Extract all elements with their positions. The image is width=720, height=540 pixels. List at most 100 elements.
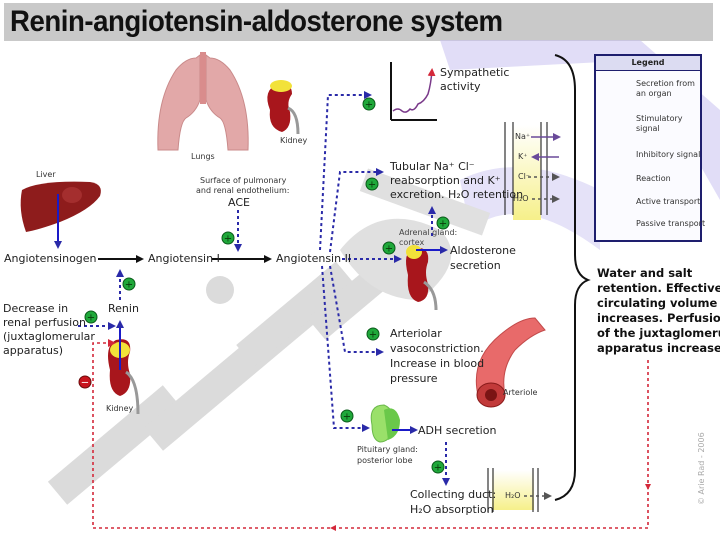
feedback-arrowhead-right: [645, 484, 651, 490]
kidney-top-illustration: [267, 80, 300, 135]
svg-text:+: +: [439, 219, 447, 230]
collecting-duct-illustration: [487, 468, 552, 512]
legend-title: Legend: [596, 56, 700, 71]
feedback-arrowhead-bottom: [330, 525, 336, 531]
arteriole-label: Arteriole: [503, 388, 538, 397]
plus-icon: +: [436, 216, 450, 230]
arteriolar-line3: Increase in blood: [390, 357, 485, 370]
collecting-duct-line2: H₂O absorption: [410, 503, 494, 516]
svg-text:+: +: [343, 412, 351, 423]
legend-reaction: Reaction: [636, 174, 671, 183]
outcome-line6: apparatus increases.: [597, 341, 720, 355]
svg-text:−: −: [81, 378, 89, 389]
outcome-line5: of the juxtaglomerular: [597, 326, 720, 340]
page-title: Renin-angiotensin-aldosterone system: [10, 5, 503, 38]
ion-na: Na⁺: [515, 132, 531, 141]
arteriolar-line4: pressure: [390, 372, 438, 385]
legend-box: Legend Secretion from an organ Stimulato…: [594, 54, 706, 242]
svg-text:+: +: [224, 234, 232, 245]
watermark-shape-f: [206, 276, 234, 304]
decrease-line2: renal perfusion: [3, 316, 86, 329]
aldosterone-line2: secretion: [450, 259, 501, 272]
liver-label: Liver: [36, 170, 56, 179]
arteriolar-line1: Arteriolar: [390, 327, 442, 340]
pituitary-label-line1: Pituitary gland:: [357, 445, 418, 454]
outcome-line4: increases. Perfusion: [597, 311, 720, 325]
arteriole-illustration: [475, 317, 546, 408]
kidney-bottom-illustration: [108, 339, 140, 415]
svg-text:+: +: [385, 244, 393, 255]
ion-k: K⁺: [518, 152, 528, 161]
decrease-line3: (juxtaglomerular: [3, 330, 95, 343]
sympathetic-line2: activity: [440, 80, 481, 93]
pituitary-label-line2: posterior lobe: [357, 456, 413, 465]
angiotensin-i-label: Angiotensin I: [148, 252, 220, 265]
legend-secretion-line1: Secretion from: [636, 79, 695, 88]
outcome-line2: retention. Effective: [597, 281, 720, 295]
angiotensin-ii-label: Angiotensin II: [276, 252, 352, 265]
branch-tubular: [329, 168, 384, 253]
kidney-top-label: Kidney: [280, 136, 308, 145]
ion-cl: Cl⁻: [518, 172, 531, 181]
inhibitory-feedback-loop: [92, 339, 649, 529]
kidney-bottom-label: Kidney: [106, 404, 134, 413]
ace-site-line2: and renal endothelium:: [196, 186, 290, 195]
plus-icon: +: [366, 327, 380, 341]
arteriolar-line2: vasoconstriction.: [390, 342, 484, 355]
svg-text:+: +: [365, 100, 373, 111]
title-bar: Renin-angiotensin-aldosterone system: [4, 3, 713, 41]
svg-text:+: +: [369, 330, 377, 341]
collecting-duct-line1: Collecting duct:: [410, 488, 497, 501]
sympathetic-graph: [390, 62, 437, 121]
legend-secretion-line2: an organ: [636, 89, 672, 98]
plus-icon: +: [84, 310, 98, 324]
plus-icon: +: [431, 460, 445, 474]
ion-h2o: H₂O: [513, 194, 529, 203]
legend-passive-transport: Passive transport: [636, 219, 706, 228]
adrenal-kidney-illustration: [406, 245, 438, 311]
aldosterone-line1: Aldosterone: [450, 244, 516, 257]
stimulatory-markers: + + + + + + + + + +: [84, 97, 450, 474]
plus-icon: +: [122, 277, 136, 291]
minus-icon: −: [78, 375, 92, 389]
plus-icon: +: [382, 241, 396, 255]
svg-text:+: +: [87, 313, 95, 324]
plus-icon: +: [340, 409, 354, 423]
pituitary-illustration: [370, 404, 400, 443]
outcome-line1: Water and salt: [597, 266, 693, 280]
lungs-label: Lungs: [191, 152, 215, 161]
ace-label: ACE: [228, 196, 250, 209]
decrease-line1: Decrease in: [3, 302, 69, 315]
svg-text:+: +: [368, 180, 376, 191]
watermark-shape-i: [359, 168, 491, 236]
sympathetic-line1: Sympathetic: [440, 66, 510, 79]
copyright-text: © Arie Rad - 2006: [697, 432, 706, 505]
ace-site-line1: Surface of pulmonary: [200, 176, 287, 185]
svg-text:+: +: [434, 463, 442, 474]
adh-secretion-label: ADH secretion: [418, 424, 497, 437]
outcome-line3: circulating volume: [597, 296, 718, 310]
adrenal-label: Adrenal gland: cortex: [399, 228, 458, 247]
legend-stimulatory-line2: signal: [636, 124, 660, 133]
tubule-transport-illustration: [504, 122, 561, 220]
renin-label: Renin: [108, 302, 139, 315]
plus-icon: +: [362, 97, 376, 111]
watermark-shape-a: [440, 40, 720, 200]
tubular-line1: Tubular Na⁺ Cl⁻: [390, 160, 475, 173]
summary-brace: [554, 54, 591, 501]
legend-stimulatory-line1: Stimulatory: [636, 114, 683, 123]
tubular-line2: reabsorption and K⁺: [390, 174, 501, 187]
duct-h2o: H₂O: [505, 491, 521, 500]
watermark-shape-e: [236, 261, 354, 367]
lungs-illustration: [157, 52, 249, 151]
plus-icon: +: [365, 177, 379, 191]
decrease-line4: apparatus): [3, 344, 64, 357]
plus-icon: +: [221, 231, 235, 245]
legend-active-transport: Active transport: [636, 197, 701, 206]
svg-text:+: +: [125, 280, 133, 291]
legend-inhibitory: Inhibitory signal: [636, 150, 701, 159]
tubular-line3: excretion. H₂O retention: [390, 188, 524, 201]
liver-illustration: [20, 181, 101, 232]
watermark-shape-c: [47, 385, 183, 505]
